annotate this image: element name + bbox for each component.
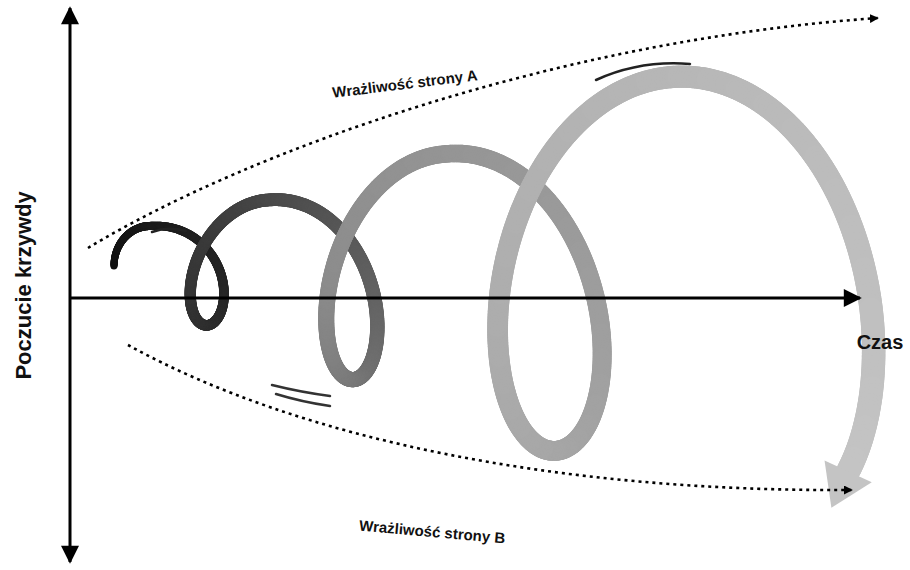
label-holder: Wrażliwość strony B (358, 517, 506, 546)
curve-label: Wrażliwość strony B (358, 517, 506, 546)
y-axis (69, 8, 72, 562)
motion-mark (276, 394, 330, 406)
x-axis (70, 297, 860, 300)
dotted-curve (88, 18, 878, 248)
axes (70, 8, 860, 562)
label-holder: Poczucie krzywdy (12, 191, 36, 380)
spiral-loops (114, 77, 874, 508)
motion-marks (152, 63, 690, 406)
dotted-curve (128, 345, 852, 490)
spiral-arrowhead (825, 460, 872, 507)
motion-mark (152, 229, 186, 232)
spiral-stroke (848, 469, 849, 471)
motion-mark (596, 63, 690, 80)
axis-title: Poczucie krzywdy (12, 191, 36, 380)
sensitivity-curves (88, 18, 878, 490)
axis-title: Czas (857, 331, 904, 353)
label-holder: Czas (857, 331, 904, 353)
